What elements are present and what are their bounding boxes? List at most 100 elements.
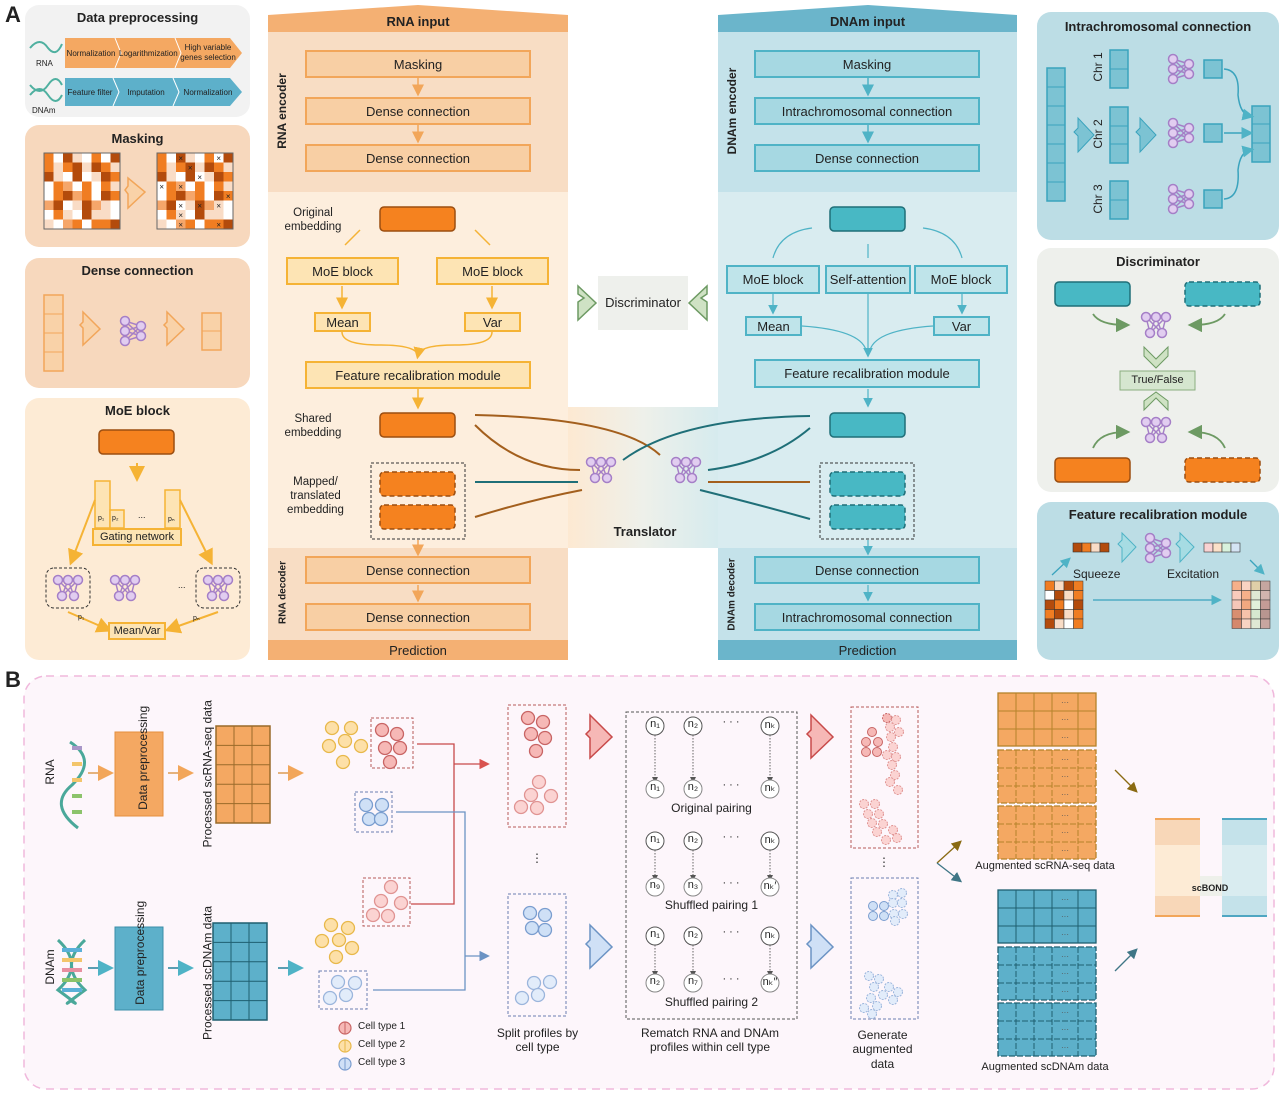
pairing-node — [760, 973, 780, 993]
svg-text:···: ··· — [1061, 828, 1069, 837]
svg-text:···: ··· — [1061, 895, 1069, 904]
pairing-ellipsis: · · · — [722, 779, 740, 791]
dnam-header-bg — [718, 5, 1017, 32]
pairing-node — [645, 973, 665, 993]
rna-header-bg — [268, 5, 568, 32]
dnam-step-2: Imputation — [127, 88, 165, 97]
b-rna-preprocess: Data preprocessing — [136, 705, 151, 810]
pairing-ellipsis: · · · — [722, 716, 740, 728]
dnam-prediction-footer: Prediction — [838, 643, 897, 658]
rna-mean-box: Mean — [314, 312, 371, 332]
frm-card-bg — [1037, 502, 1279, 660]
rematch-caption: Rematch RNA and DNAm profiles within cel… — [640, 1026, 780, 1055]
intra-card-bg — [1037, 12, 1279, 240]
pairing-node-label: n₂ — [687, 781, 699, 793]
pairing-node — [683, 973, 703, 993]
b-dnam-preprocess: Data preprocessing — [133, 900, 148, 1005]
pairing-node — [645, 831, 665, 851]
rna-prediction-footer: Prediction — [389, 643, 447, 658]
svg-text:×: × — [178, 211, 183, 220]
svg-text:×: × — [178, 202, 183, 211]
moe-illustration — [45, 429, 241, 634]
masking-title: Masking — [111, 131, 164, 146]
svg-text:×: × — [226, 192, 231, 201]
rna-step-2: Logarithmization — [119, 49, 178, 58]
pairing-node-label: n₁ — [650, 781, 660, 793]
pairing-node — [683, 877, 703, 897]
pairing-node — [760, 831, 780, 851]
svg-text:×: × — [188, 164, 193, 173]
gating-network-box: Gating network — [92, 528, 182, 546]
svg-text:···: ··· — [1061, 930, 1069, 939]
svg-text:···: ··· — [1061, 715, 1069, 724]
pairing-node-label: nₖ — [764, 782, 776, 794]
rna-var-box: Var — [464, 312, 521, 332]
rna-moe-left: MoE block — [286, 257, 399, 285]
dense-illustration — [43, 294, 222, 372]
pairing-node-label: nₖ′ — [763, 880, 777, 892]
moe-pn-weight: pₙ — [193, 615, 200, 622]
squeeze-label: Squeeze — [1073, 567, 1121, 581]
b-dnam-label: DNAm — [43, 949, 57, 985]
rna-footer-bg — [268, 640, 568, 660]
chr-2-label: Chr 2 — [1091, 119, 1105, 149]
intra-illustration — [1046, 49, 1271, 220]
pairing-node — [683, 831, 703, 851]
pairing-node — [683, 716, 703, 736]
shared-embedding-label: Shared embedding — [284, 413, 342, 439]
svg-text:···: ··· — [1061, 1043, 1069, 1052]
dnam-original-embedding — [829, 206, 906, 232]
moe-title: MoE block — [104, 403, 170, 418]
moe-p2-label: p₂ — [112, 515, 119, 522]
pairing-node-label: nₖ″ — [762, 976, 778, 988]
aug-rna-caption: Augmented scRNA-seq data — [975, 860, 1115, 872]
rna-frm-box: Feature recalibration module — [305, 361, 531, 389]
dnam-encoder-step-2: Intrachromosomal connection — [754, 97, 980, 125]
chr-1-label: Chr 1 — [1091, 52, 1105, 82]
dnam-step-1: Feature filter — [67, 88, 113, 97]
rna-step-3: High variable genes selection — [180, 43, 236, 62]
svg-text:×: × — [197, 173, 202, 182]
pairing-caption: Original pairing — [671, 801, 752, 815]
dense-title: Dense connection — [81, 263, 194, 278]
rna-mapped-embedding-2 — [379, 504, 456, 530]
processed-dnam-label: Processed scDNAm data — [200, 905, 215, 1041]
pairing-node-label: nₖ — [764, 834, 776, 846]
masking-illustration: ××××××××××××× — [43, 152, 234, 230]
pairing-ellipsis: · · · — [722, 973, 740, 985]
original-embedding-label: Original embedding — [284, 207, 342, 233]
svg-text:···: ··· — [1061, 811, 1069, 820]
intra-title: Intrachromosomal connection — [1064, 19, 1252, 34]
pairing-ellipsis: · · · — [722, 877, 740, 889]
legend-cell-type-1: Cell type 1 — [358, 1021, 406, 1032]
dnam-frm-box: Feature recalibration module — [754, 359, 980, 388]
preprocess-dnam-label: DNAm — [32, 106, 56, 115]
legend-cell-type-3: Cell type 3 — [358, 1057, 406, 1068]
frm-illustration — [1044, 531, 1271, 629]
discriminator-label: Discriminator — [605, 295, 681, 310]
dnam-encoder-label: DNAm encoder — [725, 67, 739, 155]
pairing-node-label: n₂ — [687, 928, 699, 940]
pairing-node — [760, 779, 780, 799]
rna-decoder-step-1: Dense connection — [305, 556, 531, 584]
pairing-caption: Shuffled pairing 2 — [664, 995, 759, 1009]
pairing-node — [645, 716, 665, 736]
rna-step-1: Normalization — [66, 49, 116, 58]
disc-arrow-right-icon — [687, 284, 708, 322]
moe-output-box: Mean/Var — [108, 622, 166, 640]
rna-input-header: RNA input — [386, 14, 450, 29]
svg-text:×: × — [178, 183, 183, 192]
b-rna-label: RNA — [43, 759, 57, 785]
rna-encoder-step-2: Dense connection — [305, 97, 531, 125]
svg-text:···: ··· — [1061, 733, 1069, 742]
dnam-mean-box: Mean — [745, 316, 802, 336]
svg-text:×: × — [159, 183, 164, 192]
preprocess-illustration — [29, 37, 242, 107]
pairing-node — [645, 926, 665, 946]
svg-text:···: ··· — [1061, 952, 1069, 961]
dnam-mapped-embedding-2 — [829, 504, 906, 530]
dnam-decoder-label: DNAm decoder — [726, 558, 738, 631]
disc-card-title: Discriminator — [1116, 254, 1200, 269]
pairing-node-label: n₂ — [649, 975, 661, 987]
pairing-node-label: n₁ — [650, 928, 660, 940]
